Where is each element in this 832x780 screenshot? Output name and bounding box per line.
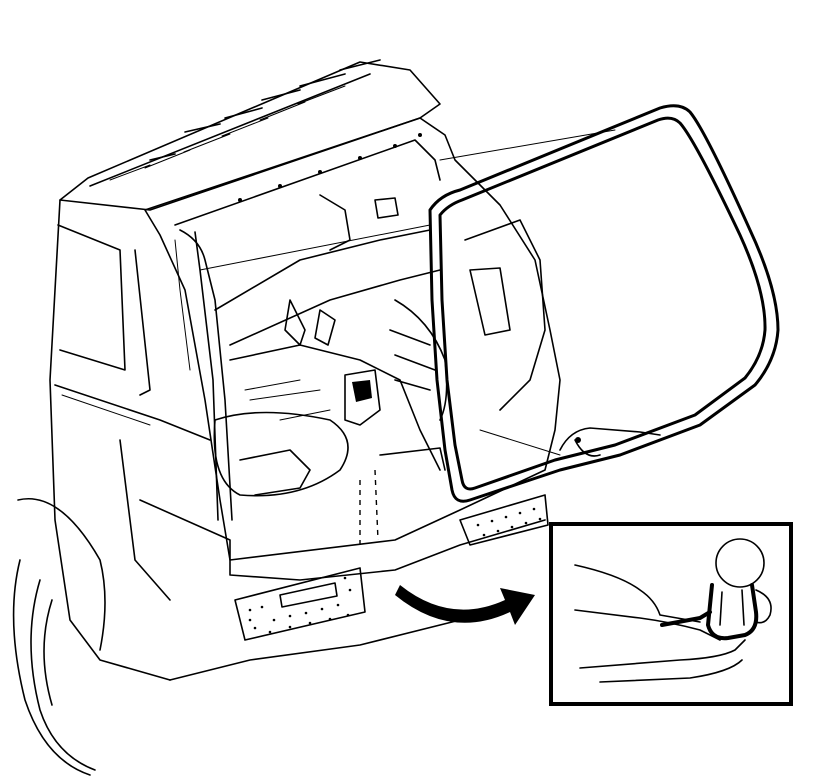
jack-bracket bbox=[344, 369, 381, 426]
rear-wheel-arch bbox=[12, 559, 91, 776]
bumper-step-pad bbox=[459, 494, 549, 546]
seat-latch-left bbox=[284, 299, 306, 346]
quarter-trim-vent bbox=[469, 267, 511, 336]
curved-arrow-icon bbox=[395, 585, 535, 625]
detail-arrow bbox=[395, 585, 535, 625]
alignment-leaders bbox=[199, 129, 616, 456]
seat-latch-center bbox=[314, 309, 336, 346]
liftgate-opening-frame bbox=[144, 117, 561, 561]
weatherstrip-drain-fitting bbox=[575, 437, 581, 443]
license-pocket-texture bbox=[248, 576, 352, 634]
leader-top bbox=[439, 129, 616, 161]
inset-seal-bulb bbox=[715, 538, 765, 588]
roof-rail-crossbars bbox=[109, 85, 346, 181]
roof-rail-left bbox=[89, 73, 371, 187]
license-plate-pocket bbox=[234, 567, 366, 641]
callout-dashed-line-2 bbox=[374, 469, 379, 541]
body-crease-line bbox=[54, 384, 211, 441]
weatherstrip-seal bbox=[428, 104, 780, 503]
tail-lamp-edge bbox=[119, 439, 171, 601]
rear-seatback-bottom bbox=[229, 269, 441, 346]
rear-seatback-top bbox=[214, 229, 431, 311]
rear-fascia-top bbox=[139, 499, 546, 581]
inset-seal-channel bbox=[706, 583, 759, 641]
inset-flange-pinch bbox=[660, 610, 712, 627]
weatherstrip-outer bbox=[428, 104, 780, 503]
opening-header-inner bbox=[174, 139, 441, 226]
side-window bbox=[57, 224, 126, 371]
vehicle-body bbox=[12, 59, 561, 776]
inset-seal-tail bbox=[755, 589, 772, 624]
rear-tire-outer bbox=[30, 579, 96, 771]
inset-trim-edge bbox=[579, 639, 746, 669]
opening-left-flange bbox=[179, 229, 233, 521]
spare-tire-jack bbox=[239, 449, 311, 496]
bumper-step-texture bbox=[476, 507, 542, 537]
body-crease-line-2 bbox=[61, 394, 151, 426]
header-fasteners bbox=[238, 133, 422, 202]
inset-seal-channel-lips bbox=[719, 589, 745, 626]
inset-trim-edge-2 bbox=[599, 659, 743, 683]
cargo-floor-ribs bbox=[244, 379, 331, 421]
interior-trim-bracket bbox=[319, 194, 351, 251]
d-pillar bbox=[134, 249, 151, 396]
weatherstrip-inner bbox=[438, 116, 767, 491]
inset-flange-upper bbox=[574, 564, 701, 623]
wheelhouse-ribs bbox=[389, 329, 436, 391]
cargo-floor-edge bbox=[229, 344, 441, 471]
roof-panel bbox=[59, 61, 441, 211]
license-lamp bbox=[279, 582, 338, 608]
cargo-floor-hook bbox=[379, 447, 446, 471]
roof-crossbar-tops bbox=[149, 59, 381, 161]
body-side-outline bbox=[49, 199, 171, 681]
spare-tire-well bbox=[213, 411, 349, 497]
wheel-flare bbox=[17, 498, 106, 651]
detail-inset bbox=[549, 522, 793, 706]
jack-bracket-shadow bbox=[352, 380, 372, 402]
leader-left bbox=[199, 224, 431, 271]
opening-left-inner bbox=[194, 231, 219, 521]
weatherstrip-drain-end bbox=[574, 439, 601, 457]
leader-bottom bbox=[479, 429, 561, 456]
interior-lamp bbox=[374, 197, 399, 219]
rear-tire-inner bbox=[43, 599, 53, 706]
cargo-interior bbox=[213, 194, 546, 497]
left-pillar-trim bbox=[174, 239, 191, 371]
weatherstrip-drain-lead bbox=[559, 427, 661, 451]
right-quarter-trim bbox=[464, 219, 546, 411]
